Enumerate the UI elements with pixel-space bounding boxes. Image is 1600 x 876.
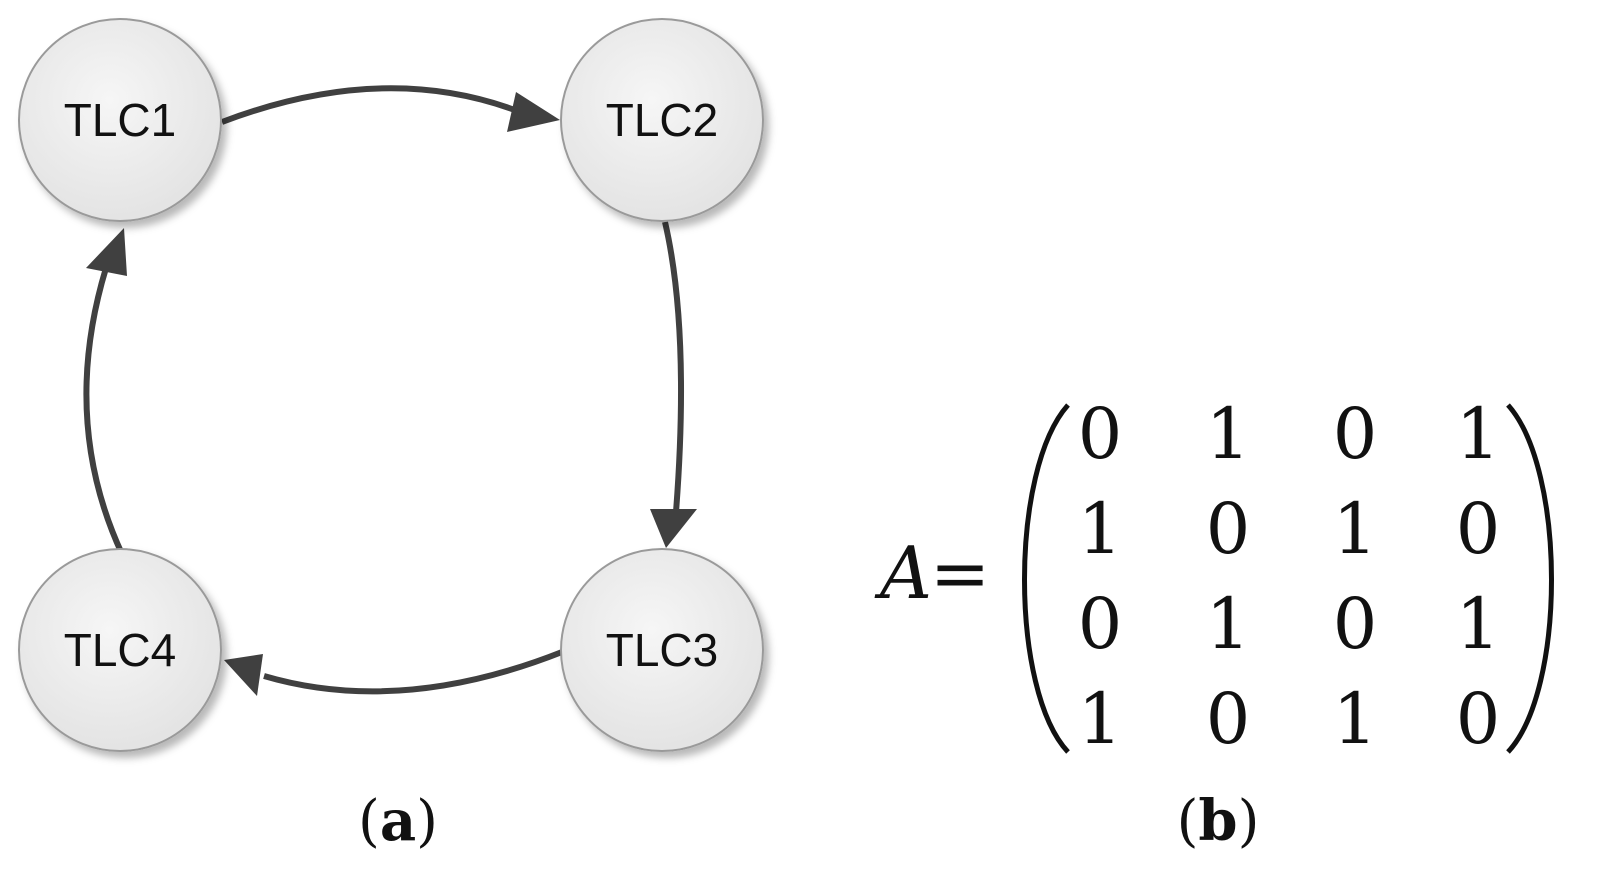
caption-b-open: ( (1177, 789, 1199, 854)
node-tlc1: TLC1 (18, 18, 222, 222)
equals-sign: = (930, 531, 990, 615)
matrix-cell: 0 (1206, 488, 1251, 570)
node-tlc4: TLC4 (18, 548, 222, 752)
caption-b-close: ) (1238, 789, 1260, 854)
matrix-left-paren (1022, 403, 1070, 754)
matrix-cell: 0 (1333, 393, 1378, 475)
matrix-cell: 0 (1078, 393, 1123, 475)
node-label-tlc4: TLC4 (64, 624, 176, 676)
node-label-tlc2: TLC2 (606, 94, 718, 146)
matrix-cell: 0 (1456, 678, 1501, 760)
matrix-cell: 0 (1333, 583, 1378, 665)
matrix-cell: 1 (1078, 678, 1123, 760)
edge-tlc4-to-tlc1 (83, 228, 127, 556)
caption-a-close: ) (416, 789, 438, 854)
matrix-row-1: 0 1 0 1 (1078, 393, 1501, 475)
edge-tlc2-to-tlc3 (650, 221, 697, 548)
matrix-cell: 1 (1456, 393, 1501, 475)
matrix-cell: 1 (1078, 488, 1123, 570)
caption-b: (b) (1177, 788, 1260, 854)
matrix-symbol: A (874, 531, 932, 615)
matrix-cell: 0 (1078, 583, 1123, 665)
caption-b-letter: b (1198, 788, 1237, 854)
matrix-cell: 1 (1333, 488, 1378, 570)
matrix-row-4: 1 0 1 0 (1078, 678, 1501, 760)
node-tlc3: TLC3 (560, 548, 764, 752)
edge-tlc3-to-tlc4 (224, 649, 564, 696)
matrix-cell: 0 (1206, 678, 1251, 760)
panel-b: A = 0 1 0 1 1 0 1 0 0 1 0 1 1 0 1 0 (b (874, 393, 1554, 854)
matrix-cell: 1 (1206, 393, 1251, 475)
node-tlc2: TLC2 (560, 18, 764, 222)
caption-a-letter: a (380, 788, 416, 854)
matrix-cell: 1 (1333, 678, 1378, 760)
node-label-tlc3: TLC3 (606, 624, 718, 676)
edge-tlc1-to-tlc2 (220, 85, 560, 132)
node-label-tlc1: TLC1 (64, 94, 176, 146)
matrix-right-paren (1506, 403, 1554, 754)
caption-a: (a) (358, 788, 438, 854)
matrix-cell: 1 (1206, 583, 1251, 665)
caption-a-open: ( (358, 789, 380, 854)
matrix-row-2: 1 0 1 0 (1078, 488, 1501, 570)
panel-a: TLC1 TLC2 TLC3 TLC4 (a) (18, 18, 764, 854)
matrix-row-3: 0 1 0 1 (1078, 583, 1501, 665)
matrix-cell: 0 (1456, 488, 1501, 570)
matrix-cell: 1 (1456, 583, 1501, 665)
